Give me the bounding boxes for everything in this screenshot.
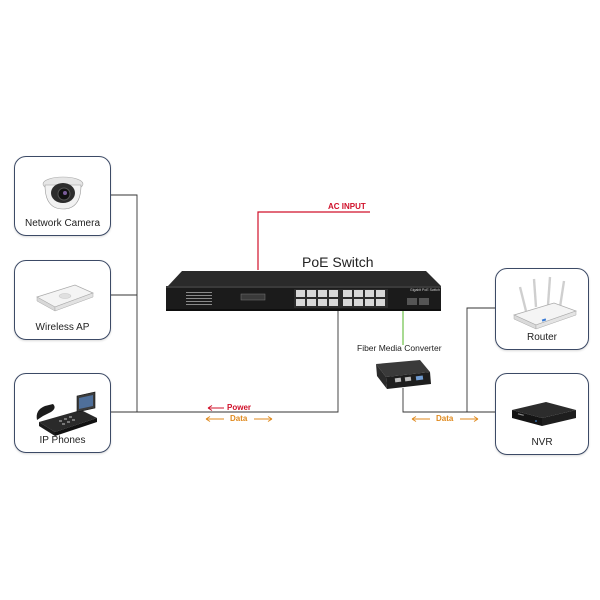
router-icon xyxy=(513,276,578,330)
switch-brand-text: Gigabit PoE Switch xyxy=(410,288,440,292)
router-label: Router xyxy=(526,332,557,343)
ip-phones-card[interactable]: IP Phones xyxy=(14,373,111,453)
power-label: Power xyxy=(227,403,252,412)
camera-connector xyxy=(110,194,138,412)
ip-phone-icon xyxy=(36,391,97,436)
data-label-right: Data xyxy=(436,414,454,423)
nvr-icon xyxy=(512,402,576,426)
network-camera-label: Network Camera xyxy=(24,218,101,229)
wireless-ap-card[interactable]: Wireless AP xyxy=(14,260,111,340)
network-camera-card[interactable]: Network Camera xyxy=(14,156,111,236)
power-arrow xyxy=(207,405,224,411)
ip-phones-label: IP Phones xyxy=(39,435,86,446)
nvr-card[interactable]: NVR xyxy=(495,373,589,455)
router-card[interactable]: Router xyxy=(495,268,589,350)
ac-input-line xyxy=(257,211,370,270)
switch-title: PoE Switch xyxy=(302,254,374,270)
fiber-converter-label: Fiber Media Converter xyxy=(357,343,442,353)
data-arrow-right xyxy=(411,416,479,422)
wireless-ap-icon xyxy=(36,284,94,312)
ac-input-label: AC INPUT xyxy=(328,202,366,211)
nvr-label: NVR xyxy=(531,437,553,448)
router-connector xyxy=(466,307,495,412)
converter-connector xyxy=(402,388,495,413)
wireless-ap-label: Wireless AP xyxy=(35,322,90,333)
data-arrow-left xyxy=(205,416,273,422)
data-label-left: Data xyxy=(230,414,248,423)
dome-camera-icon xyxy=(42,176,84,210)
phone-connector xyxy=(110,308,339,413)
